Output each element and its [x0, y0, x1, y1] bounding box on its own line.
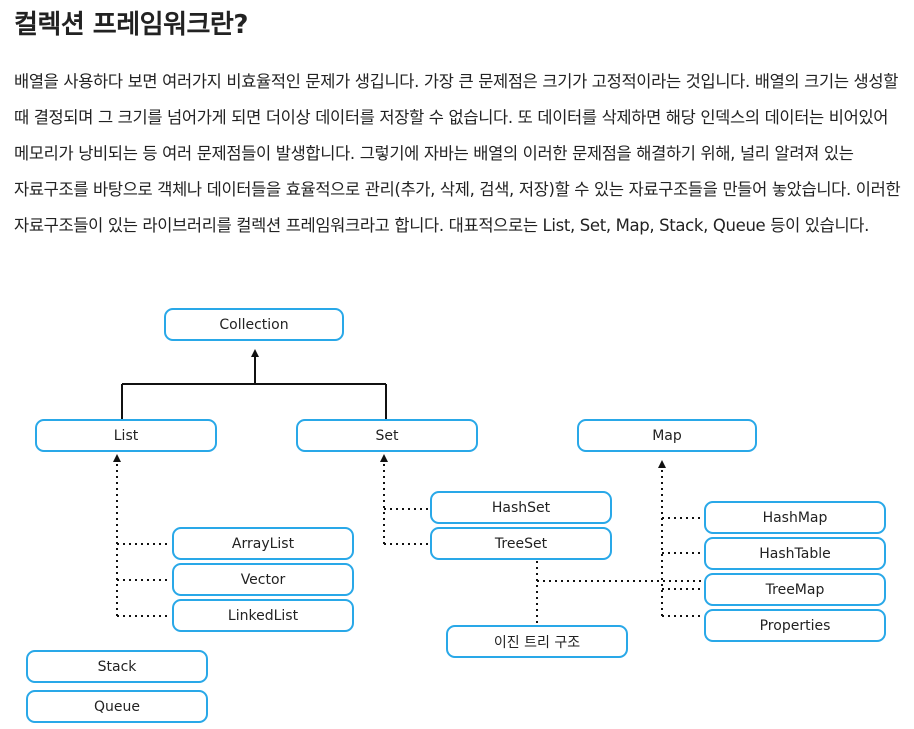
set-node: Set [296, 419, 478, 452]
linked-list-node: LinkedList [172, 599, 354, 632]
array-list-node: ArrayList [172, 527, 354, 560]
binary-tree-node: 이진 트리 구조 [446, 625, 628, 658]
tree-map-node: TreeMap [704, 573, 886, 606]
inheritance-lines [121, 349, 387, 419]
list-implementations-lines [113, 454, 170, 617]
tree-set-node: TreeSet [430, 527, 612, 560]
collection-node: Collection [164, 308, 344, 341]
diagram-connectors [113, 349, 702, 624]
hash-map-node: HashMap [704, 501, 886, 534]
list-node: List [35, 419, 217, 452]
page-title: 컬렉션 프레임워크란? [14, 10, 248, 40]
hash-table-node: HashTable [704, 537, 886, 570]
stack-node: Stack [26, 650, 208, 683]
properties-node: Properties [704, 609, 886, 642]
tree-structure-lines [536, 561, 702, 624]
set-implementations-lines [380, 454, 428, 545]
vector-node: Vector [172, 563, 354, 596]
map-implementations-lines [658, 460, 702, 617]
intro-paragraph: 배열을 사용하다 보면 여러가지 비효율적인 문제가 생깁니다. 가장 큰 문제… [14, 72, 901, 235]
collection-framework-diagram: Collection List Set Map ArrayList Vector… [0, 296, 914, 729]
map-node: Map [577, 419, 757, 452]
queue-node: Queue [26, 690, 208, 723]
hash-set-node: HashSet [430, 491, 612, 524]
